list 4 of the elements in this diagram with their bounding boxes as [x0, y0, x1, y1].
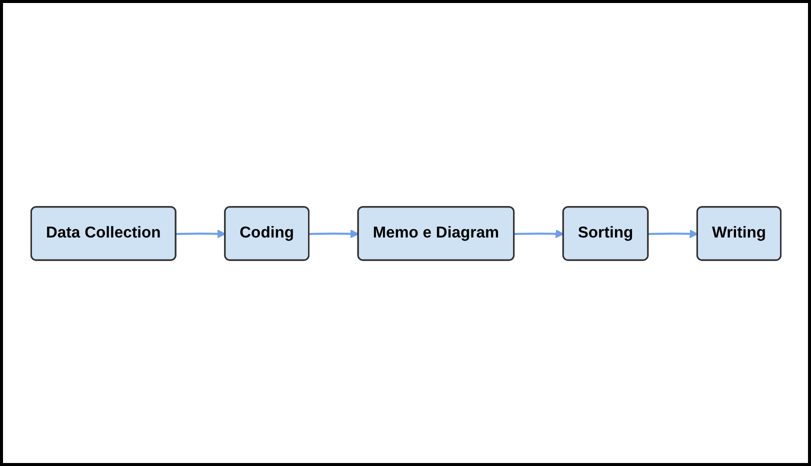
arrow [176, 229, 226, 238]
arrow [514, 229, 564, 238]
arrow [308, 229, 358, 238]
arrow [648, 229, 698, 238]
